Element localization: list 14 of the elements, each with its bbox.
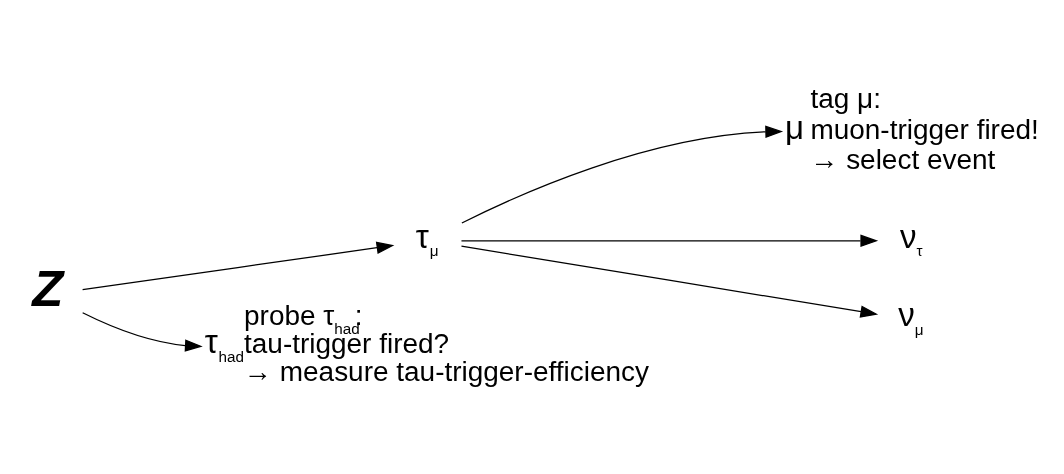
arrow bbox=[81, 241, 395, 291]
node-text: ν$_{τ}$ bbox=[900, 217, 923, 260]
node-text: μ bbox=[784, 109, 805, 147]
node-text: τ$_{had}$ bbox=[204, 323, 245, 365]
node-text: τ$_{μ}$ bbox=[415, 217, 439, 260]
arrow bbox=[460, 234, 879, 248]
node-label: muon-trigger fired! bbox=[810, 113, 1039, 145]
node-text: ν$_{μ}$ bbox=[898, 296, 924, 338]
node-label: tag μ: bbox=[810, 83, 881, 115]
arrow bbox=[461, 125, 784, 224]
node-label: → select event bbox=[810, 144, 996, 176]
node-text: Z bbox=[32, 259, 64, 317]
arrow bbox=[82, 312, 203, 352]
arrow bbox=[460, 245, 879, 318]
